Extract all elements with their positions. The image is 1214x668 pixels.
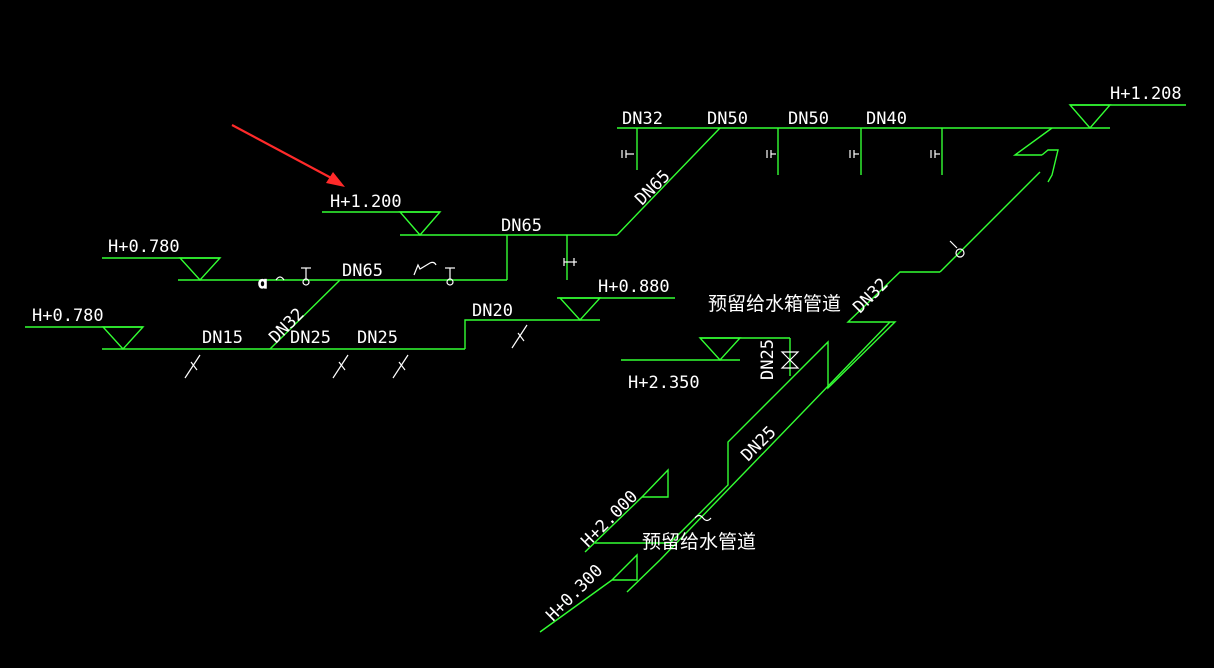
break-symbol: [694, 514, 712, 522]
elevation-h1208: H+1.208: [1110, 84, 1182, 104]
pipe-size-vert-dn25: DN25: [758, 339, 778, 380]
pipe-size-top-dn32: DN32: [622, 109, 663, 129]
level-0780-upper-pipe: ɑ: [102, 257, 507, 350]
level-1200-pipe: [322, 211, 617, 280]
pipe-size-right-dn32: DN32: [849, 274, 892, 317]
elevation-h0780-upper: H+0.780: [108, 237, 180, 257]
pipe-size-riser-dn65: DN65: [631, 166, 674, 209]
pipe-size-diag-dn25: DN25: [737, 422, 780, 465]
diagonal-valve: [949, 240, 965, 258]
elevation-h1200: H+1.200: [330, 192, 402, 212]
pipe-size-top-dn50b: DN50: [788, 109, 829, 129]
level-0300-pipe: [539, 321, 891, 633]
top-header-branches: [621, 128, 943, 175]
pipe-size-left-dn65: DN65: [342, 261, 383, 281]
svg-text:ɑ: ɑ: [258, 274, 268, 292]
elevation-h2350: H+2.350: [628, 373, 700, 393]
level-0880-symbol: [557, 297, 675, 322]
level-2350-symbol: [621, 337, 800, 376]
pipe-size-low-dn15: DN15: [202, 328, 243, 348]
red-pointer-arrow: [231, 124, 345, 187]
pipe-size-low-dn25b: DN25: [357, 328, 398, 348]
top-header-pipe: [595, 104, 1186, 544]
note-supply-pipe: 预留给水管道: [642, 531, 756, 553]
elevation-h0880: H+0.880: [598, 277, 670, 297]
elevation-h2000: H+2.000: [577, 487, 642, 552]
level-2000-pipe: [584, 468, 669, 553]
pipe-size-mid-dn65: DN65: [501, 216, 542, 236]
pipe-size-low-dn20: DN20: [472, 301, 513, 321]
riser-dn65-pipe: [616, 127, 721, 236]
pipe-size-top-dn40: DN40: [866, 109, 907, 129]
pipe-size-low-dn25a: DN25: [290, 328, 331, 348]
elevation-h0780-lower: H+0.780: [32, 306, 104, 326]
level-0780-lower-pipe: [25, 319, 600, 379]
note-tank-pipe: 预留给水箱管道: [708, 293, 841, 315]
pipe-size-top-dn50a: DN50: [707, 109, 748, 129]
elevation-h0300: H+0.300: [542, 561, 607, 626]
